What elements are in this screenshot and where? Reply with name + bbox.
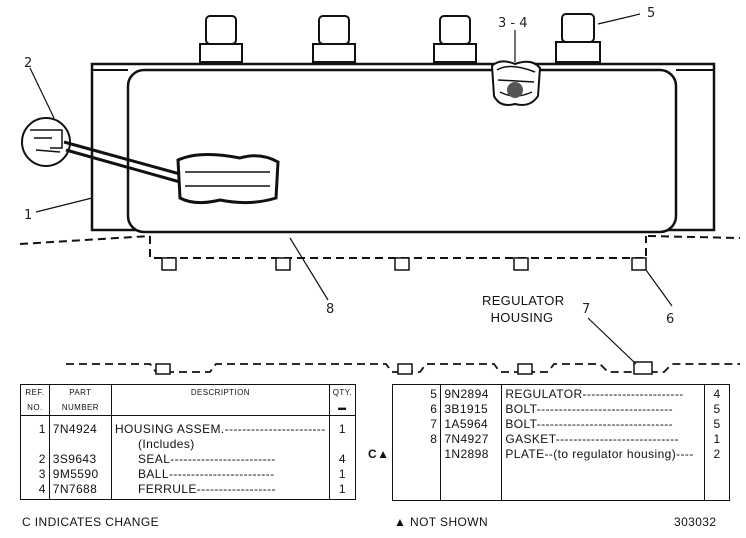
callout-8: 8 — [326, 302, 335, 317]
table-row: (Includes) — [20, 437, 356, 452]
change-note: C INDICATES CHANGE — [22, 515, 159, 529]
bolts — [161, 257, 647, 271]
regulator-housing-label: REGULATOR HOUSING — [482, 293, 565, 325]
callout-7: 7 — [582, 302, 591, 317]
parts-table-right: 5 9N2894 REGULATOR----------------------… — [368, 384, 730, 501]
table-row: 7 1A5964 BOLT---------------------------… — [393, 417, 730, 432]
table-row: 8 7N4927 GASKET-------------------------… — [393, 432, 730, 447]
callout-5: 5 — [647, 6, 656, 21]
not-shown-note: ▲ NOT SHOWN — [394, 515, 489, 529]
housing-illustration — [19, 13, 741, 375]
change-mark: C▲ — [368, 447, 390, 461]
callout-1: 1 — [24, 208, 33, 223]
callout-2: 2 — [24, 56, 33, 71]
table-row: 1 7N4924 HOUSING ASSEM.-----------------… — [20, 415, 356, 437]
table-row: 3 9M5590 BALL------------------------ 1 — [20, 467, 356, 482]
table-row: 2 3S9643 SEAL------------------------ 4 — [20, 452, 356, 467]
figure-id: 303032 — [674, 515, 717, 529]
table-row: C▲ 1N2898 PLATE--(to regulator housing)-… — [368, 447, 730, 462]
regulator-caps — [199, 13, 601, 63]
callout-3-4: 3 - 4 — [498, 16, 528, 31]
table-row: 4 7N7688 FERRULE------------------ 1 — [20, 482, 356, 500]
table-row: 5 9N2894 REGULATOR----------------------… — [393, 384, 730, 402]
table-row: 6 3B1915 BOLT---------------------------… — [393, 402, 730, 417]
table-row-spacer — [393, 462, 730, 501]
callout-6: 6 — [666, 312, 675, 327]
